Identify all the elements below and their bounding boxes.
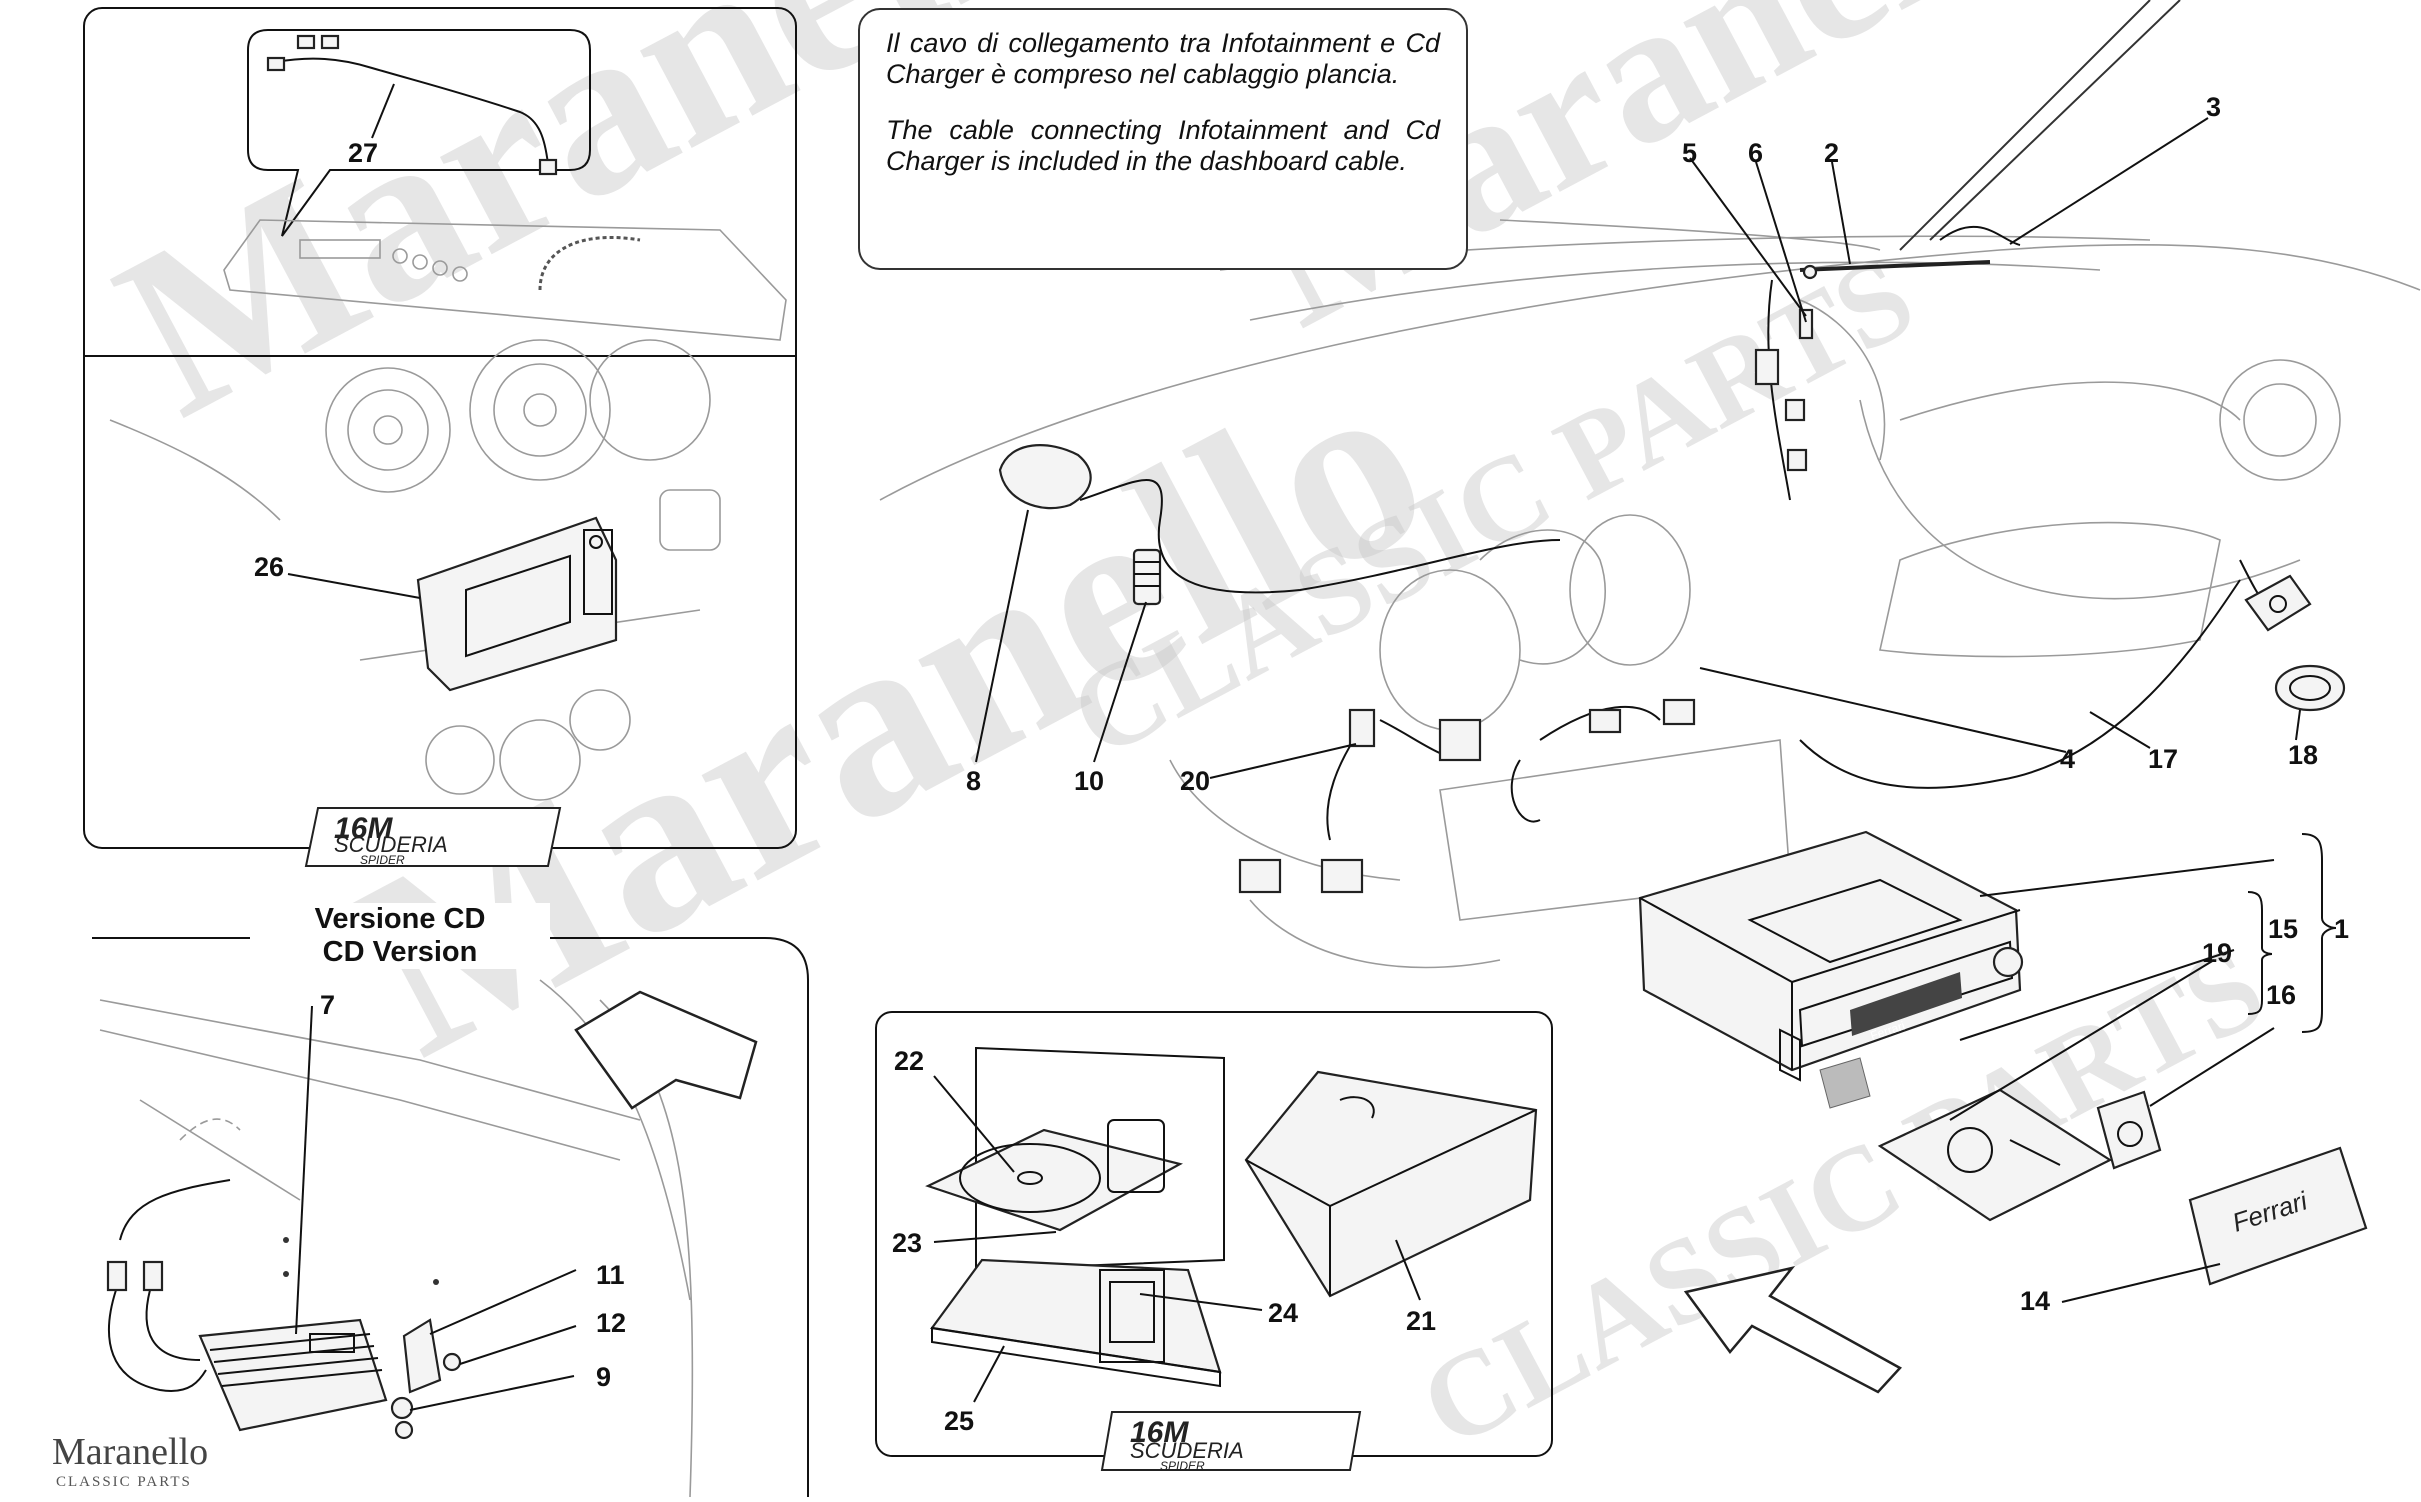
callout-5: 5 [1682, 138, 1697, 168]
callout-27: 27 [348, 138, 378, 168]
antenna-2-3 [1799, 0, 2181, 280]
callout-15: 15 [2268, 914, 2298, 944]
callout-14: 14 [2020, 1286, 2050, 1316]
callout-10: 10 [1074, 766, 1104, 796]
box-21 [1244, 1070, 1538, 1298]
callout-24: 24 [1268, 1298, 1298, 1328]
maranello-logo-subtext: CLASSIC PARTS [56, 1474, 192, 1490]
gps-antenna-8 [998, 444, 1561, 594]
callout-25: 25 [944, 1406, 974, 1436]
cd-version-english: CD Version [322, 936, 478, 968]
callout-17: 17 [2148, 744, 2178, 774]
infotainment-unit-15: Ferrari [1638, 830, 2024, 1109]
svg-text:SPIDER: SPIDER [1160, 1459, 1205, 1473]
direction-arrow [1683, 1266, 1902, 1394]
leader-lines [287, 83, 2337, 1411]
cd-version-italian: Versione CD [314, 903, 486, 935]
wiring-20 [1238, 698, 1696, 894]
cd-22 [925, 1046, 1225, 1272]
filter-10 [1132, 548, 1162, 606]
callout-18: 18 [2288, 740, 2318, 770]
callout-19: 19 [2202, 938, 2232, 968]
maranello-logo-text: Maranello [52, 1431, 209, 1473]
callout-16: 16 [2266, 980, 2296, 1010]
callout-7: 7 [320, 990, 335, 1020]
callout-20: 20 [1180, 766, 1210, 796]
callout-3: 3 [2206, 92, 2221, 122]
cd-charger-bracket-26 [416, 516, 618, 692]
svg-text:SPIDER: SPIDER [360, 853, 405, 867]
svg-text:16M: 16M [334, 812, 393, 845]
callout-26: 26 [254, 552, 284, 582]
svg-text:SCUDERIA: SCUDERIA [334, 832, 448, 857]
faceplate-14: Ferrari [2188, 1146, 2368, 1286]
panel-kit [875, 1011, 1553, 1457]
cd-changer-7 [198, 1318, 388, 1432]
wire-17-speaker-18 [1799, 559, 2346, 789]
svg-text:16M: 16M [1130, 1416, 1189, 1449]
svg-text:Maranello: Maranello [312, 314, 1467, 1111]
svg-text:SCUDERIA: SCUDERIA [1130, 1438, 1244, 1463]
callout-2: 2 [1824, 138, 1839, 168]
note-english: The cable connecting Infotainment and Cd… [886, 115, 1440, 176]
note-italian: Il cavo di collegamento tra Infotainment… [886, 28, 1440, 89]
callout-8: 8 [966, 766, 981, 796]
callout-1: 1 [2334, 914, 2349, 944]
knob-16 [2096, 1090, 2162, 1170]
16m-scuderia-spider-logo: 16M SCUDERIA SPIDER [304, 807, 562, 867]
callout-22: 22 [894, 1046, 924, 1076]
panel-cd-version [92, 937, 809, 1498]
cable-note-box: Il cavo di collegamento tra Infotainment… [858, 8, 1468, 270]
16m-logo-bottom: 16M SCUDERIA SPIDER [1100, 1411, 1362, 1473]
callout-6: 6 [1748, 138, 1763, 168]
panel-top-left [83, 7, 797, 849]
callout-labels: 27 26 7 11 12 9 5 6 2 3 8 10 20 4 17 18 … [254, 92, 2349, 1436]
callout-9: 9 [596, 1362, 611, 1392]
callout-12: 12 [596, 1308, 626, 1338]
manual-19 [1877, 1088, 2113, 1222]
wiring-harness-27 [266, 34, 558, 176]
cd-version-title: Versione CD CD Version [250, 903, 550, 969]
callout-23: 23 [892, 1228, 922, 1258]
callout-11: 11 [596, 1260, 625, 1290]
connector-4-5-6 [1754, 279, 1814, 501]
callout-21: 21 [1406, 1306, 1436, 1336]
case-25 [930, 1258, 1222, 1388]
callout-4: 4 [2060, 744, 2075, 774]
